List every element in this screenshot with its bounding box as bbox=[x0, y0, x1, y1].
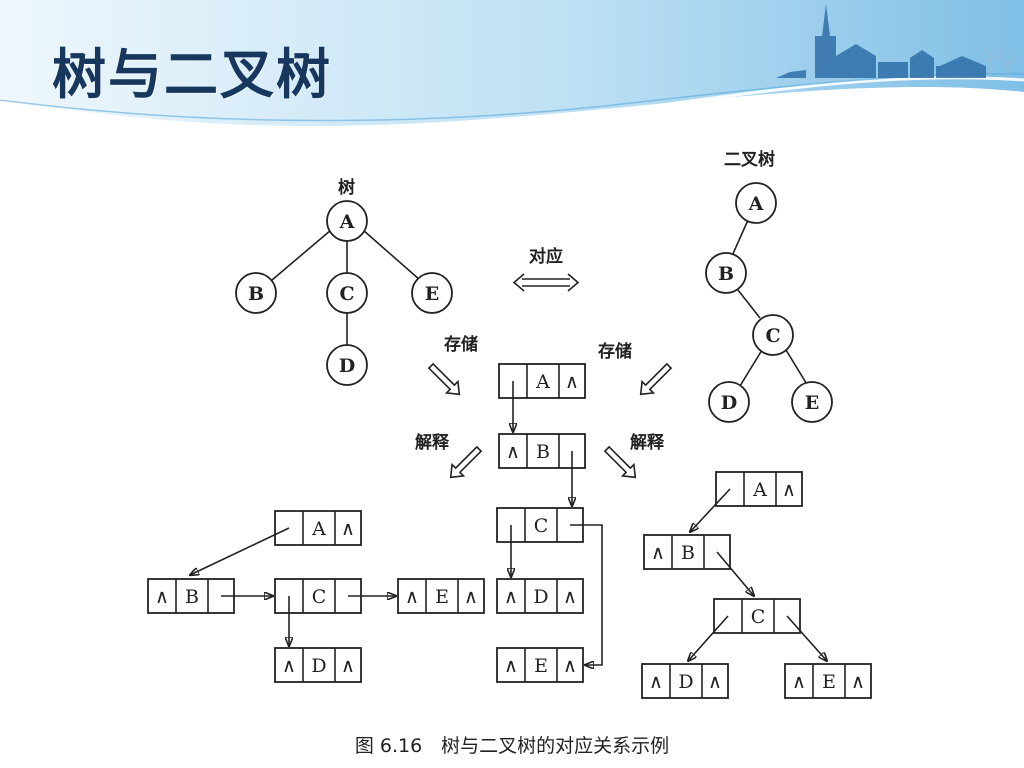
storage-node-a: A ∧ bbox=[498, 363, 586, 399]
svg-text:∧: ∧ bbox=[649, 671, 663, 693]
interpret-arrow-right-icon bbox=[603, 445, 637, 479]
storage-node-e: ∧ E ∧ bbox=[496, 647, 584, 683]
storage-node-d: ∧ D ∧ bbox=[496, 578, 584, 614]
storage-links bbox=[511, 381, 603, 665]
svg-text:D: D bbox=[533, 586, 548, 608]
svg-text:C: C bbox=[751, 606, 766, 628]
svg-text:∧: ∧ bbox=[341, 655, 355, 677]
svg-text:∧: ∧ bbox=[851, 671, 865, 693]
svg-text:∧: ∧ bbox=[464, 586, 478, 608]
svg-text:∧: ∧ bbox=[504, 655, 518, 677]
svg-text:∧: ∧ bbox=[504, 586, 518, 608]
svg-text:∧: ∧ bbox=[563, 655, 577, 677]
binary-tree-node-a: A bbox=[735, 182, 777, 224]
tree-interp-links bbox=[190, 527, 396, 646]
tree-edges bbox=[271, 229, 421, 346]
svg-text:A: A bbox=[339, 211, 355, 233]
interpret-label-left: 解释 bbox=[415, 432, 450, 453]
svg-text:C: C bbox=[765, 325, 780, 347]
svg-text:D: D bbox=[721, 392, 737, 414]
bintree-interp-node-c: C bbox=[713, 598, 801, 634]
binary-tree-node-e: E bbox=[791, 381, 833, 423]
bintree-interp-node-a: A ∧ bbox=[715, 471, 803, 507]
svg-text:C: C bbox=[534, 515, 549, 537]
tree-label: 树 bbox=[338, 178, 355, 198]
svg-text:E: E bbox=[435, 586, 449, 608]
tree-node-e: E bbox=[411, 272, 453, 314]
binary-tree-node-d: D bbox=[708, 381, 750, 423]
correspond-label: 对应 bbox=[529, 246, 563, 267]
svg-text:B: B bbox=[536, 441, 550, 463]
svg-text:∧: ∧ bbox=[155, 586, 169, 608]
svg-text:D: D bbox=[678, 671, 693, 693]
svg-text:∧: ∧ bbox=[792, 671, 806, 693]
bintree-interp-node-e: ∧ E ∧ bbox=[784, 663, 872, 699]
svg-text:A: A bbox=[752, 479, 767, 501]
store-label-left: 存储 bbox=[444, 334, 478, 355]
binary-tree-edges bbox=[731, 219, 809, 387]
double-arrow-icon bbox=[512, 273, 580, 292]
svg-text:∧: ∧ bbox=[708, 671, 722, 693]
svg-text:∧: ∧ bbox=[506, 441, 520, 463]
store-arrow-right-icon bbox=[639, 362, 673, 396]
svg-text:∧: ∧ bbox=[565, 371, 579, 393]
svg-text:B: B bbox=[248, 283, 264, 305]
svg-text:A: A bbox=[535, 371, 550, 393]
svg-text:E: E bbox=[534, 655, 548, 677]
svg-text:∧: ∧ bbox=[341, 518, 355, 540]
store-label-right: 存储 bbox=[598, 341, 632, 362]
svg-text:∧: ∧ bbox=[282, 655, 296, 677]
bintree-interp-node-b: ∧ B bbox=[643, 534, 731, 570]
store-arrow-left-icon bbox=[427, 362, 461, 396]
svg-text:∧: ∧ bbox=[651, 542, 665, 564]
header-banner bbox=[0, 0, 1024, 134]
svg-text:A: A bbox=[311, 518, 326, 540]
tree-node-b: B bbox=[235, 272, 277, 314]
slide-title: 树与二叉树 bbox=[52, 43, 332, 106]
svg-text:C: C bbox=[339, 283, 354, 305]
svg-text:D: D bbox=[311, 655, 326, 677]
svg-text:B: B bbox=[185, 586, 199, 608]
svg-text:E: E bbox=[425, 283, 439, 305]
tree-interp-node-d: ∧ D ∧ bbox=[274, 647, 362, 683]
svg-text:∧: ∧ bbox=[405, 586, 419, 608]
tree-node-d: D bbox=[326, 344, 368, 386]
svg-text:E: E bbox=[805, 392, 819, 414]
tree-interp-node-e: ∧ E ∧ bbox=[397, 578, 485, 614]
svg-text:E: E bbox=[822, 671, 836, 693]
tree-interp-node-b: ∧ B bbox=[147, 578, 235, 614]
interpret-arrow-left-icon bbox=[449, 445, 483, 479]
binary-tree-node-c: C bbox=[752, 314, 794, 356]
svg-text:D: D bbox=[339, 355, 355, 377]
svg-text:A: A bbox=[748, 193, 764, 215]
tree-node-c: C bbox=[326, 272, 368, 314]
binary-tree-label: 二叉树 bbox=[724, 150, 775, 170]
svg-text:∧: ∧ bbox=[563, 586, 577, 608]
figure-caption: 图 6.16 树与二叉树的对应关系示例 bbox=[355, 735, 669, 757]
svg-text:B: B bbox=[718, 263, 734, 285]
bintree-interp-node-d: ∧ D ∧ bbox=[641, 663, 729, 699]
binary-tree-node-b: B bbox=[705, 252, 747, 294]
svg-text:B: B bbox=[681, 542, 695, 564]
tree-node-a: A bbox=[326, 200, 368, 242]
church-skyline-icon bbox=[776, 4, 986, 78]
svg-text:C: C bbox=[312, 586, 327, 608]
storage-node-b: ∧ B bbox=[498, 433, 586, 469]
svg-text:∧: ∧ bbox=[782, 479, 796, 501]
interpret-label-right: 解释 bbox=[630, 432, 665, 453]
tree-interp-node-a: A ∧ bbox=[274, 510, 362, 546]
bintree-interp-links bbox=[688, 488, 827, 661]
